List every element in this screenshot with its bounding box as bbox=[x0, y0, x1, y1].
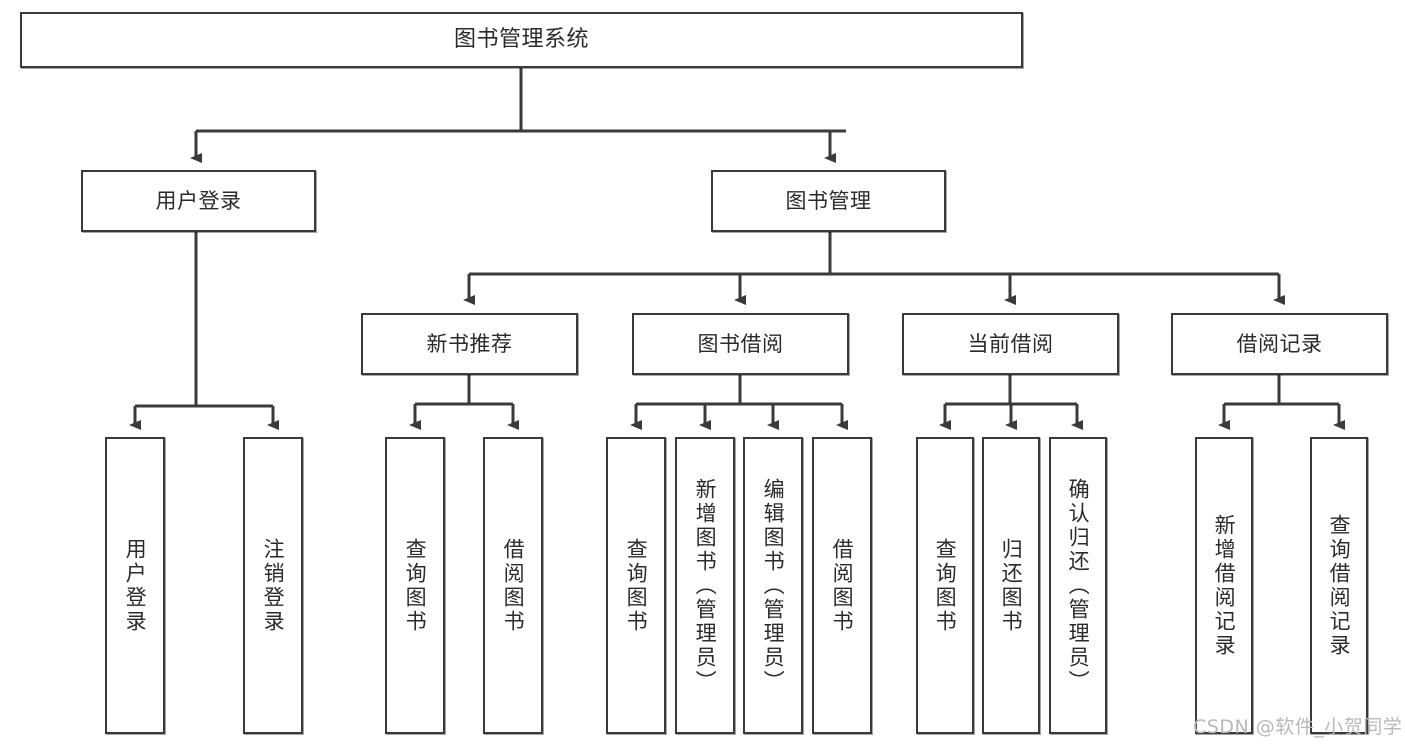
leaf-book-borrow-borrow[interactable]: 借阅图书 bbox=[812, 437, 872, 734]
leaf-user-login-login[interactable]: 用户登录 bbox=[105, 437, 165, 734]
leaf-new-book-query[interactable]: 查询图书 bbox=[385, 437, 445, 734]
leaf-book-borrow-edit[interactable]: 编辑图书（管理员） bbox=[743, 437, 803, 734]
leaf-new-book-borrow[interactable]: 借阅图书 bbox=[483, 437, 543, 734]
leaf-user-login-logout-label: 注销登录 bbox=[261, 537, 286, 634]
node-borrow-record-label: 借阅记录 bbox=[1236, 331, 1323, 356]
leaf-current-borrow-return-label: 归还图书 bbox=[999, 537, 1024, 634]
watermark-text: CSDN @软件_小贺同学 bbox=[1193, 716, 1403, 738]
leaf-current-borrow-query[interactable]: 查询图书 bbox=[916, 437, 974, 734]
node-book-management[interactable]: 图书管理 bbox=[711, 170, 946, 232]
node-new-book-recommend[interactable]: 新书推荐 bbox=[361, 313, 578, 375]
node-borrow-record[interactable]: 借阅记录 bbox=[1171, 313, 1388, 375]
leaf-book-borrow-query[interactable]: 查询图书 bbox=[606, 437, 666, 734]
leaf-book-borrow-add[interactable]: 新增图书（管理员） bbox=[675, 437, 735, 734]
leaf-book-borrow-query-label: 查询图书 bbox=[624, 537, 649, 634]
leaf-current-borrow-query-label: 查询图书 bbox=[933, 537, 958, 634]
node-book-management-label: 图书管理 bbox=[785, 188, 872, 213]
leaf-book-borrow-add-label: 新增图书（管理员） bbox=[693, 477, 718, 694]
node-current-borrow[interactable]: 当前借阅 bbox=[902, 313, 1119, 375]
leaf-current-borrow-confirm[interactable]: 确认归还（管理员） bbox=[1049, 437, 1107, 734]
leaf-book-borrow-borrow-label: 借阅图书 bbox=[830, 537, 855, 634]
node-new-book-recommend-label: 新书推荐 bbox=[426, 331, 513, 356]
node-root-system-label: 图书管理系统 bbox=[453, 27, 589, 53]
leaf-book-borrow-edit-label: 编辑图书（管理员） bbox=[761, 477, 786, 694]
leaf-user-login-logout[interactable]: 注销登录 bbox=[243, 437, 303, 734]
node-book-borrow[interactable]: 图书借阅 bbox=[632, 313, 849, 375]
leaf-borrow-record-query[interactable]: 查询借阅记录 bbox=[1310, 437, 1368, 734]
leaf-borrow-record-add[interactable]: 新增借阅记录 bbox=[1195, 437, 1253, 734]
leaf-new-book-query-label: 查询图书 bbox=[403, 537, 428, 634]
node-user-login[interactable]: 用户登录 bbox=[81, 170, 316, 232]
node-user-login-label: 用户登录 bbox=[155, 188, 242, 213]
node-root-system[interactable]: 图书管理系统 bbox=[20, 12, 1023, 68]
leaf-user-login-login-label: 用户登录 bbox=[123, 537, 148, 634]
leaf-current-borrow-confirm-label: 确认归还（管理员） bbox=[1066, 477, 1091, 694]
leaf-new-book-borrow-label: 借阅图书 bbox=[501, 537, 526, 634]
leaf-borrow-record-add-label: 新增借阅记录 bbox=[1212, 513, 1237, 658]
leaf-borrow-record-query-label: 查询借阅记录 bbox=[1327, 513, 1352, 658]
leaf-current-borrow-return[interactable]: 归还图书 bbox=[982, 437, 1040, 734]
node-current-borrow-label: 当前借阅 bbox=[967, 331, 1054, 356]
node-book-borrow-label: 图书借阅 bbox=[697, 331, 784, 356]
